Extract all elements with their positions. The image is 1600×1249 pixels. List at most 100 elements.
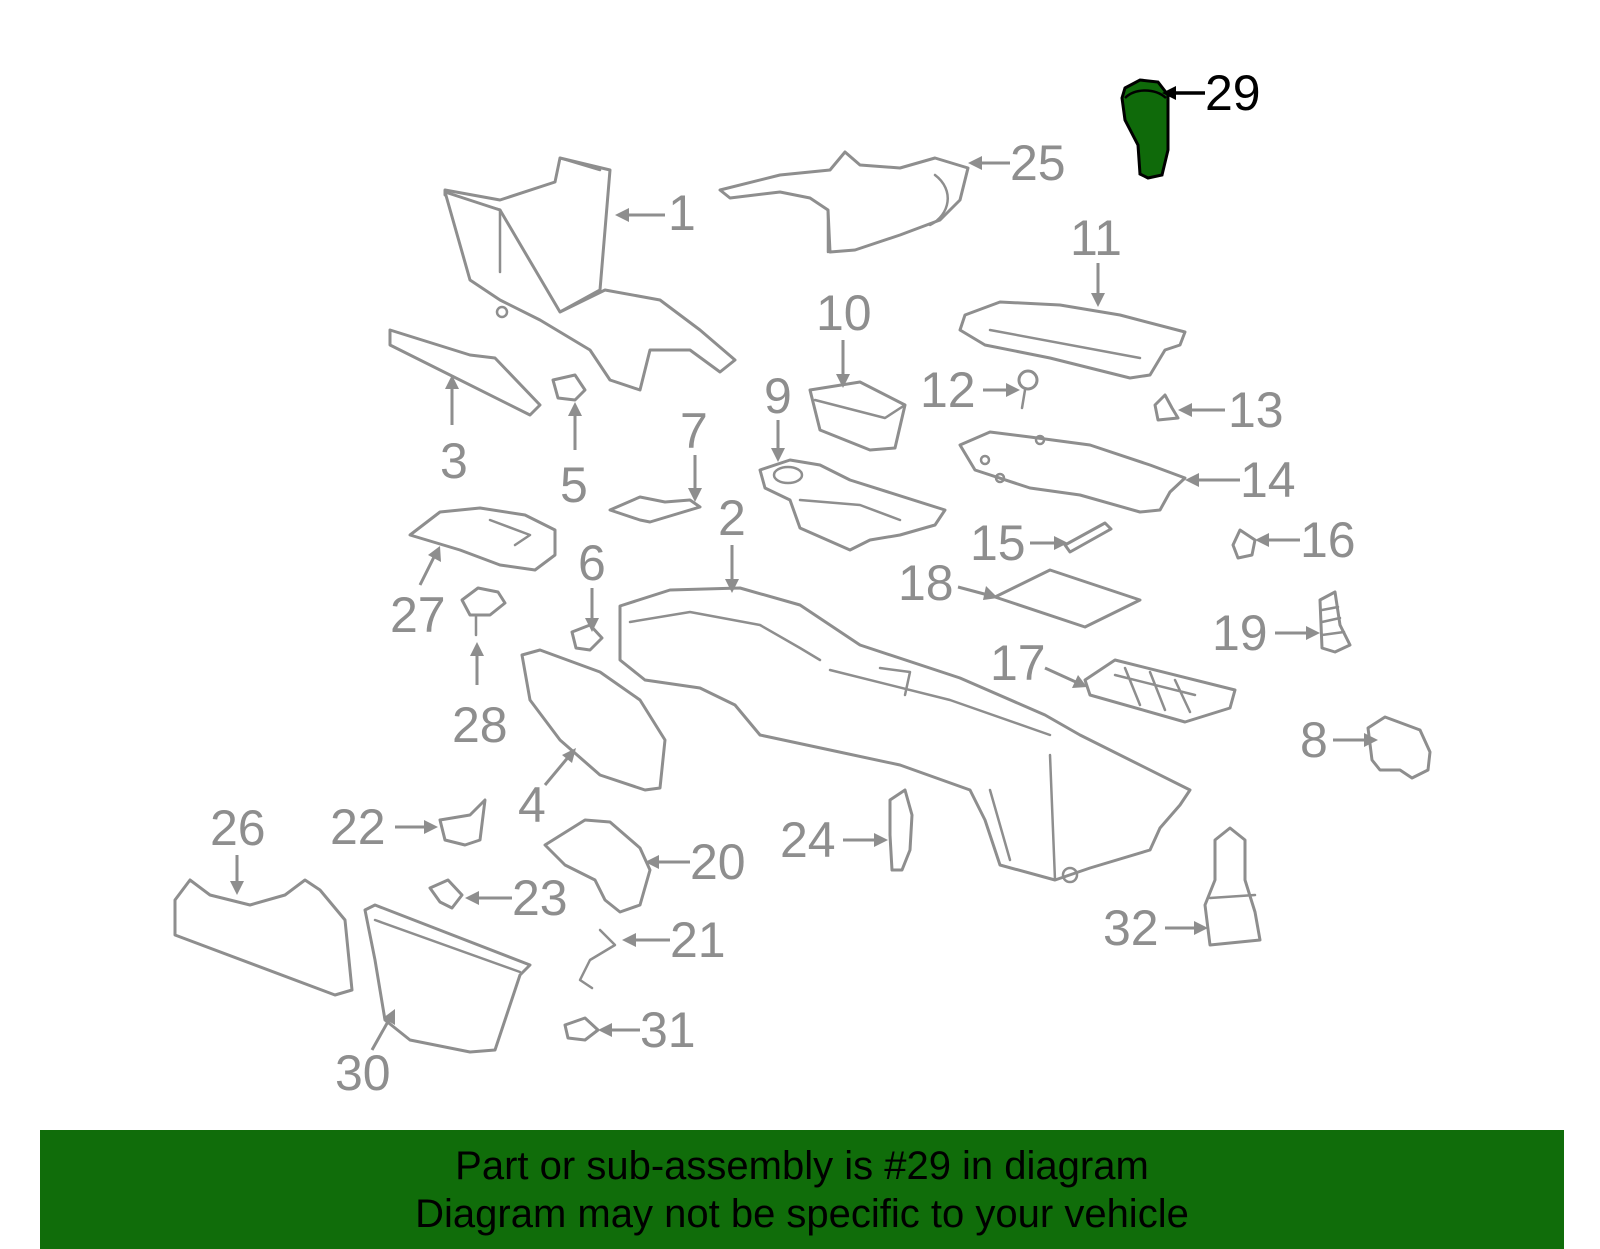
part-23 [428,878,464,910]
callout-25: 25 [968,135,1066,191]
part-10 [808,380,907,452]
callout-19: 19 [1212,605,1320,661]
part-30 [363,903,532,1054]
callout-label: 2 [718,490,746,546]
part-3 [388,328,542,417]
part-28 [460,586,507,637]
callout-12: 12 [920,362,1020,418]
callout-27: 27 [390,546,446,643]
part-22 [438,798,487,847]
callout-label: 18 [898,555,954,611]
callout-14: 14 [1185,452,1296,508]
part-18 [993,568,1142,629]
callout-17: 17 [990,635,1087,691]
callout-32: 32 [1103,900,1208,956]
callout-label: 30 [335,1045,391,1101]
part-32 [1203,826,1262,947]
callout-21: 21 [622,912,726,968]
callout-2: 2 [718,490,746,593]
callout-label: 20 [690,834,746,890]
part-9 [758,458,947,552]
callout-label: 5 [560,457,588,513]
callout-28: 28 [452,642,508,753]
callout-16: 16 [1255,512,1356,568]
callout-24: 24 [780,812,888,868]
callout-30: 30 [335,1009,395,1101]
callout-18: 18 [898,555,998,611]
callout-3: 3 [440,375,468,489]
callout-label: 13 [1228,382,1284,438]
callout-31: 31 [598,1002,696,1058]
callout-label-highlighted: 29 [1205,65,1261,121]
callout-label: 28 [452,697,508,753]
callout-20: 20 [645,834,746,890]
part-5 [551,373,587,402]
callout-label: 12 [920,362,976,418]
callout-13: 13 [1178,382,1284,438]
part-31 [563,1016,600,1042]
parts-diagram: 1 2 3 4 5 6 7 8 9 10 [173,65,1432,1101]
callout-label: 7 [680,403,708,459]
callout-6: 6 [578,535,606,632]
callout-label: 3 [440,433,468,489]
callout-label: 27 [390,587,446,643]
part-26 [173,878,354,997]
callout-label: 4 [518,777,546,833]
callout-8: 8 [1300,712,1378,768]
callout-label: 24 [780,812,836,868]
callout-11: 11 [1070,210,1122,307]
part-15 [1063,521,1113,554]
callout-label: 19 [1212,605,1268,661]
part-27 [408,506,557,572]
part-29 [1120,78,1170,180]
callout-label: 31 [640,1002,696,1058]
part-4 [520,648,667,792]
part-25 [718,150,970,254]
callout-10: 10 [816,285,872,388]
callout-22: 22 [330,799,438,855]
callout-label: 6 [578,535,606,591]
callout-label: 14 [1240,452,1296,508]
banner-line-part: Part or sub-assembly is #29 in diagram [455,1144,1149,1188]
info-banner: Part or sub-assembly is #29 in diagram D… [40,1130,1564,1249]
callout-label: 10 [816,285,872,341]
part-20 [543,818,652,914]
callout-label: 15 [970,515,1026,571]
part-17 [1083,658,1237,724]
callout-7: 7 [680,403,708,502]
callout-5: 5 [560,402,588,513]
callout-label: 22 [330,799,386,855]
callout-29: 29 [1162,65,1261,121]
callout-label: 11 [1070,210,1122,266]
part-19 [1318,590,1352,654]
part-16 [1231,528,1257,560]
callout-label: 16 [1300,512,1356,568]
part-8 [1366,715,1432,780]
part-1 [443,156,737,392]
callout-23: 23 [465,870,568,926]
callout-label: 21 [670,912,726,968]
part-12 [1017,369,1039,410]
part-21 [578,928,617,990]
callout-1: 1 [615,185,696,241]
part-11 [958,300,1187,380]
callout-4: 4 [518,748,576,833]
callout-15: 15 [970,515,1068,571]
callout-26: 26 [210,800,266,895]
callout-label: 26 [210,800,266,856]
callout-label: 8 [1300,712,1328,768]
callout-label: 17 [990,635,1046,691]
callout-label: 23 [512,870,568,926]
part-24 [888,788,914,872]
part-13 [1153,393,1180,422]
part-6 [570,623,604,652]
callout-label: 32 [1103,900,1159,956]
callout-label: 25 [1010,135,1066,191]
part-7 [608,495,702,524]
banner-line-disclaimer: Diagram may not be specific to your vehi… [415,1192,1189,1236]
part-14 [958,430,1187,514]
callout-label: 1 [668,185,696,241]
callout-label: 9 [764,368,792,424]
part-2 [618,586,1192,884]
callout-9: 9 [764,368,792,462]
